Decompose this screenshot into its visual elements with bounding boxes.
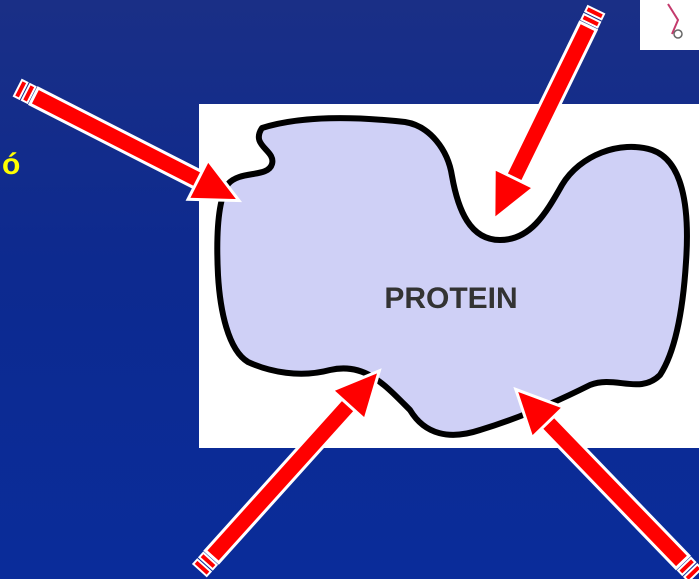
red-arrow-icon: [500, 374, 699, 579]
red-arrow-icon: [8, 68, 249, 220]
protein-shape: [217, 118, 687, 435]
protein-label: PROTEIN: [384, 282, 517, 315]
red-arrow-icon: [184, 356, 396, 579]
